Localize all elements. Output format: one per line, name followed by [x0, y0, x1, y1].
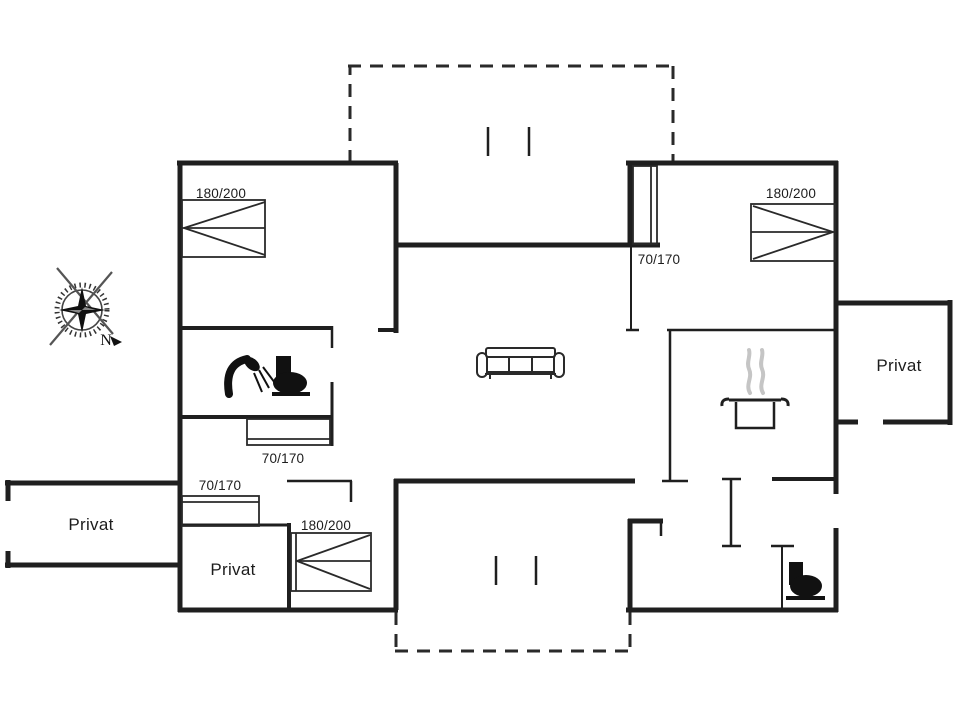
bed-w-single: 70/170: [181, 478, 260, 527]
left-annex-walls: [5, 480, 180, 568]
right-annex-walls: [834, 300, 953, 425]
sofa-icon: [476, 347, 565, 379]
right-annex-label: Privat: [876, 356, 921, 375]
door-marks: [486, 127, 538, 585]
compass-north-label: N: [100, 332, 112, 349]
mid-room-label: Privat: [210, 560, 255, 579]
outer-walls: [177, 160, 839, 613]
bed-ne-single: 70/170: [632, 165, 681, 267]
bed-mid-single: 70/170: [246, 418, 331, 466]
top-terrace-outline: [348, 64, 675, 163]
bed-ne-size-label: 180/200: [766, 186, 816, 201]
bed-s-double: 180/200: [290, 518, 372, 592]
toilet-icon-wc: [786, 562, 825, 600]
shower-icon: [224, 355, 276, 398]
bed-nw-double: 180/200: [181, 186, 266, 258]
bed-w-size-label: 70/170: [199, 478, 242, 493]
interior-walls: [178, 247, 837, 610]
bed-ne-single-size-label: 70/170: [638, 252, 681, 267]
bed-s-size-label: 180/200: [301, 518, 351, 533]
compass-rose-icon: N: [49, 267, 122, 349]
toilet-icon-bathroom: [272, 356, 310, 396]
bed-ne-double: 180/200: [750, 186, 836, 262]
bed-mid-size-label: 70/170: [262, 451, 305, 466]
bottom-terrace-outline: [394, 612, 632, 653]
cooking-pot-icon: [720, 348, 790, 430]
north-arrowhead: [110, 336, 122, 346]
left-annex-label: Privat: [68, 515, 113, 534]
bed-nw-size-label: 180/200: [196, 186, 246, 201]
